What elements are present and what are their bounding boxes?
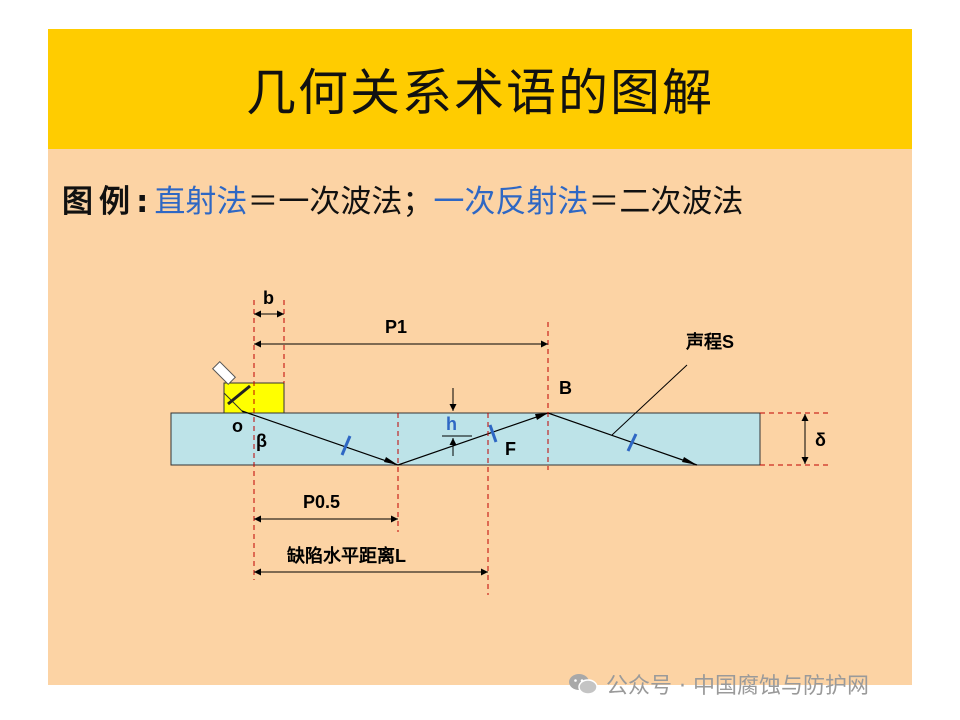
legend-prefix: 图例: (62, 184, 155, 220)
page-title: 几何关系术语的图解 (246, 64, 714, 122)
probe (211, 360, 285, 414)
legend-term-reflect: 一次反射法 (433, 184, 589, 220)
label-point-b: B (559, 378, 572, 398)
probe-crystal (227, 384, 251, 406)
wechat-icon (569, 674, 598, 695)
sound-path-leader (611, 364, 688, 436)
title-bar: 几何关系术语的图解 (48, 29, 912, 149)
label-beta: β (256, 431, 267, 451)
label-sound-path: 声程S (685, 331, 734, 352)
legend-term-direct: 直射法 (154, 184, 248, 220)
probe-wedge (223, 391, 246, 414)
beam-tick-3 (626, 433, 638, 452)
beam-tick-2 (488, 424, 498, 443)
label-h: h (446, 414, 457, 434)
watermark-text: 公众号 · 中国腐蚀与防护网 (606, 674, 869, 699)
label-b: b (263, 288, 274, 308)
workpiece-plate (170, 412, 761, 466)
beam-arrowhead-3 (682, 457, 697, 465)
label-p05: P0.5 (303, 492, 340, 512)
watermark: 公众号 · 中国腐蚀与防护网 (568, 668, 869, 700)
beam-tick-1 (340, 435, 352, 456)
probe-cable (211, 360, 237, 386)
legend: 图例:直射法＝一次波法；一次反射法＝二次波法 (62, 176, 743, 221)
legend-eq-first: ＝一次波法； (247, 184, 434, 220)
label-p1: P1 (385, 317, 407, 337)
beam-arrowhead-2 (535, 413, 548, 420)
label-defect-f: F (505, 439, 516, 459)
legend-eq-second: ＝二次波法 (588, 184, 744, 220)
label-defect-distance: 缺陷水平距离L (286, 545, 406, 566)
label-origin-o: o (232, 416, 243, 436)
label-delta: δ (815, 430, 826, 450)
sound-beam-path (241, 410, 698, 466)
beam-arrowhead-1 (384, 457, 398, 465)
